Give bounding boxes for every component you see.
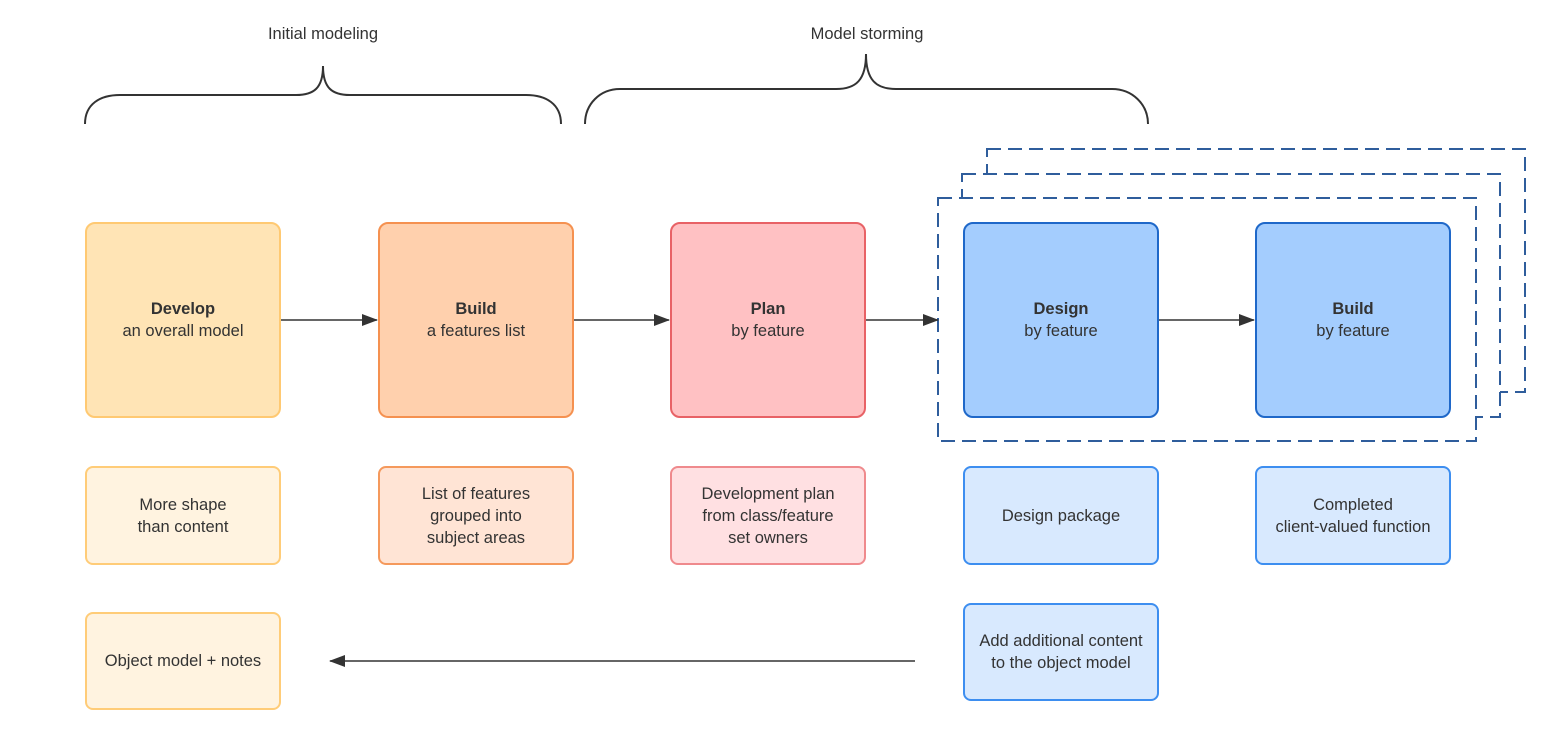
output-completed-function: Completed client-valued function xyxy=(1255,466,1451,565)
output-design-package: Design package xyxy=(963,466,1159,565)
step-title: Plan xyxy=(750,300,786,318)
output-line: More shape xyxy=(139,495,227,514)
step-subtitle: an overall model xyxy=(122,322,244,340)
step-plan-by-feature: Plan by feature xyxy=(670,222,866,418)
step-develop-overall-model: Develop an overall model xyxy=(85,222,281,418)
output-line: List of features xyxy=(421,484,531,503)
step-subtitle: a features list xyxy=(426,322,526,340)
step-subtitle: by feature xyxy=(1024,322,1098,340)
initial-modeling-label: Initial modeling xyxy=(267,25,379,43)
step-subtitle: by feature xyxy=(1316,322,1390,340)
step-build-features-list: Build a features list xyxy=(378,222,574,418)
output-line: Design package xyxy=(1001,506,1121,525)
output-more-shape: More shape than content xyxy=(85,466,281,565)
model-storming-brace xyxy=(584,53,1149,125)
step-title: Develop xyxy=(150,300,216,318)
additional-content-line: to the object model xyxy=(991,654,1131,672)
step-title: Build xyxy=(455,300,497,318)
initial-modeling-brace xyxy=(84,65,562,125)
object-model-notes-box: Object model + notes xyxy=(85,612,281,710)
output-line: client-valued function xyxy=(1275,517,1431,536)
step-build-by-feature: Build by feature xyxy=(1255,222,1451,418)
additional-content-box: Add additional content to the object mod… xyxy=(963,603,1159,701)
additional-content-line: Add additional content xyxy=(979,632,1143,650)
output-development-plan: Development plan from class/feature set … xyxy=(670,466,866,565)
step-design-by-feature: Design by feature xyxy=(963,222,1159,418)
step-subtitle: by feature xyxy=(731,322,805,340)
output-line: than content xyxy=(137,517,229,536)
model-storming-label: Model storming xyxy=(810,25,924,43)
output-line: set owners xyxy=(728,528,808,547)
output-line: subject areas xyxy=(426,528,526,547)
step-title: Build xyxy=(1332,300,1374,318)
output-features-list: List of features grouped into subject ar… xyxy=(378,466,574,565)
output-line: grouped into xyxy=(430,506,522,525)
step-title: Design xyxy=(1033,300,1089,318)
object-model-label: Object model + notes xyxy=(104,652,262,670)
output-line: Development plan xyxy=(701,484,835,503)
output-line: from class/feature xyxy=(702,506,834,525)
output-line: Completed xyxy=(1313,495,1393,514)
